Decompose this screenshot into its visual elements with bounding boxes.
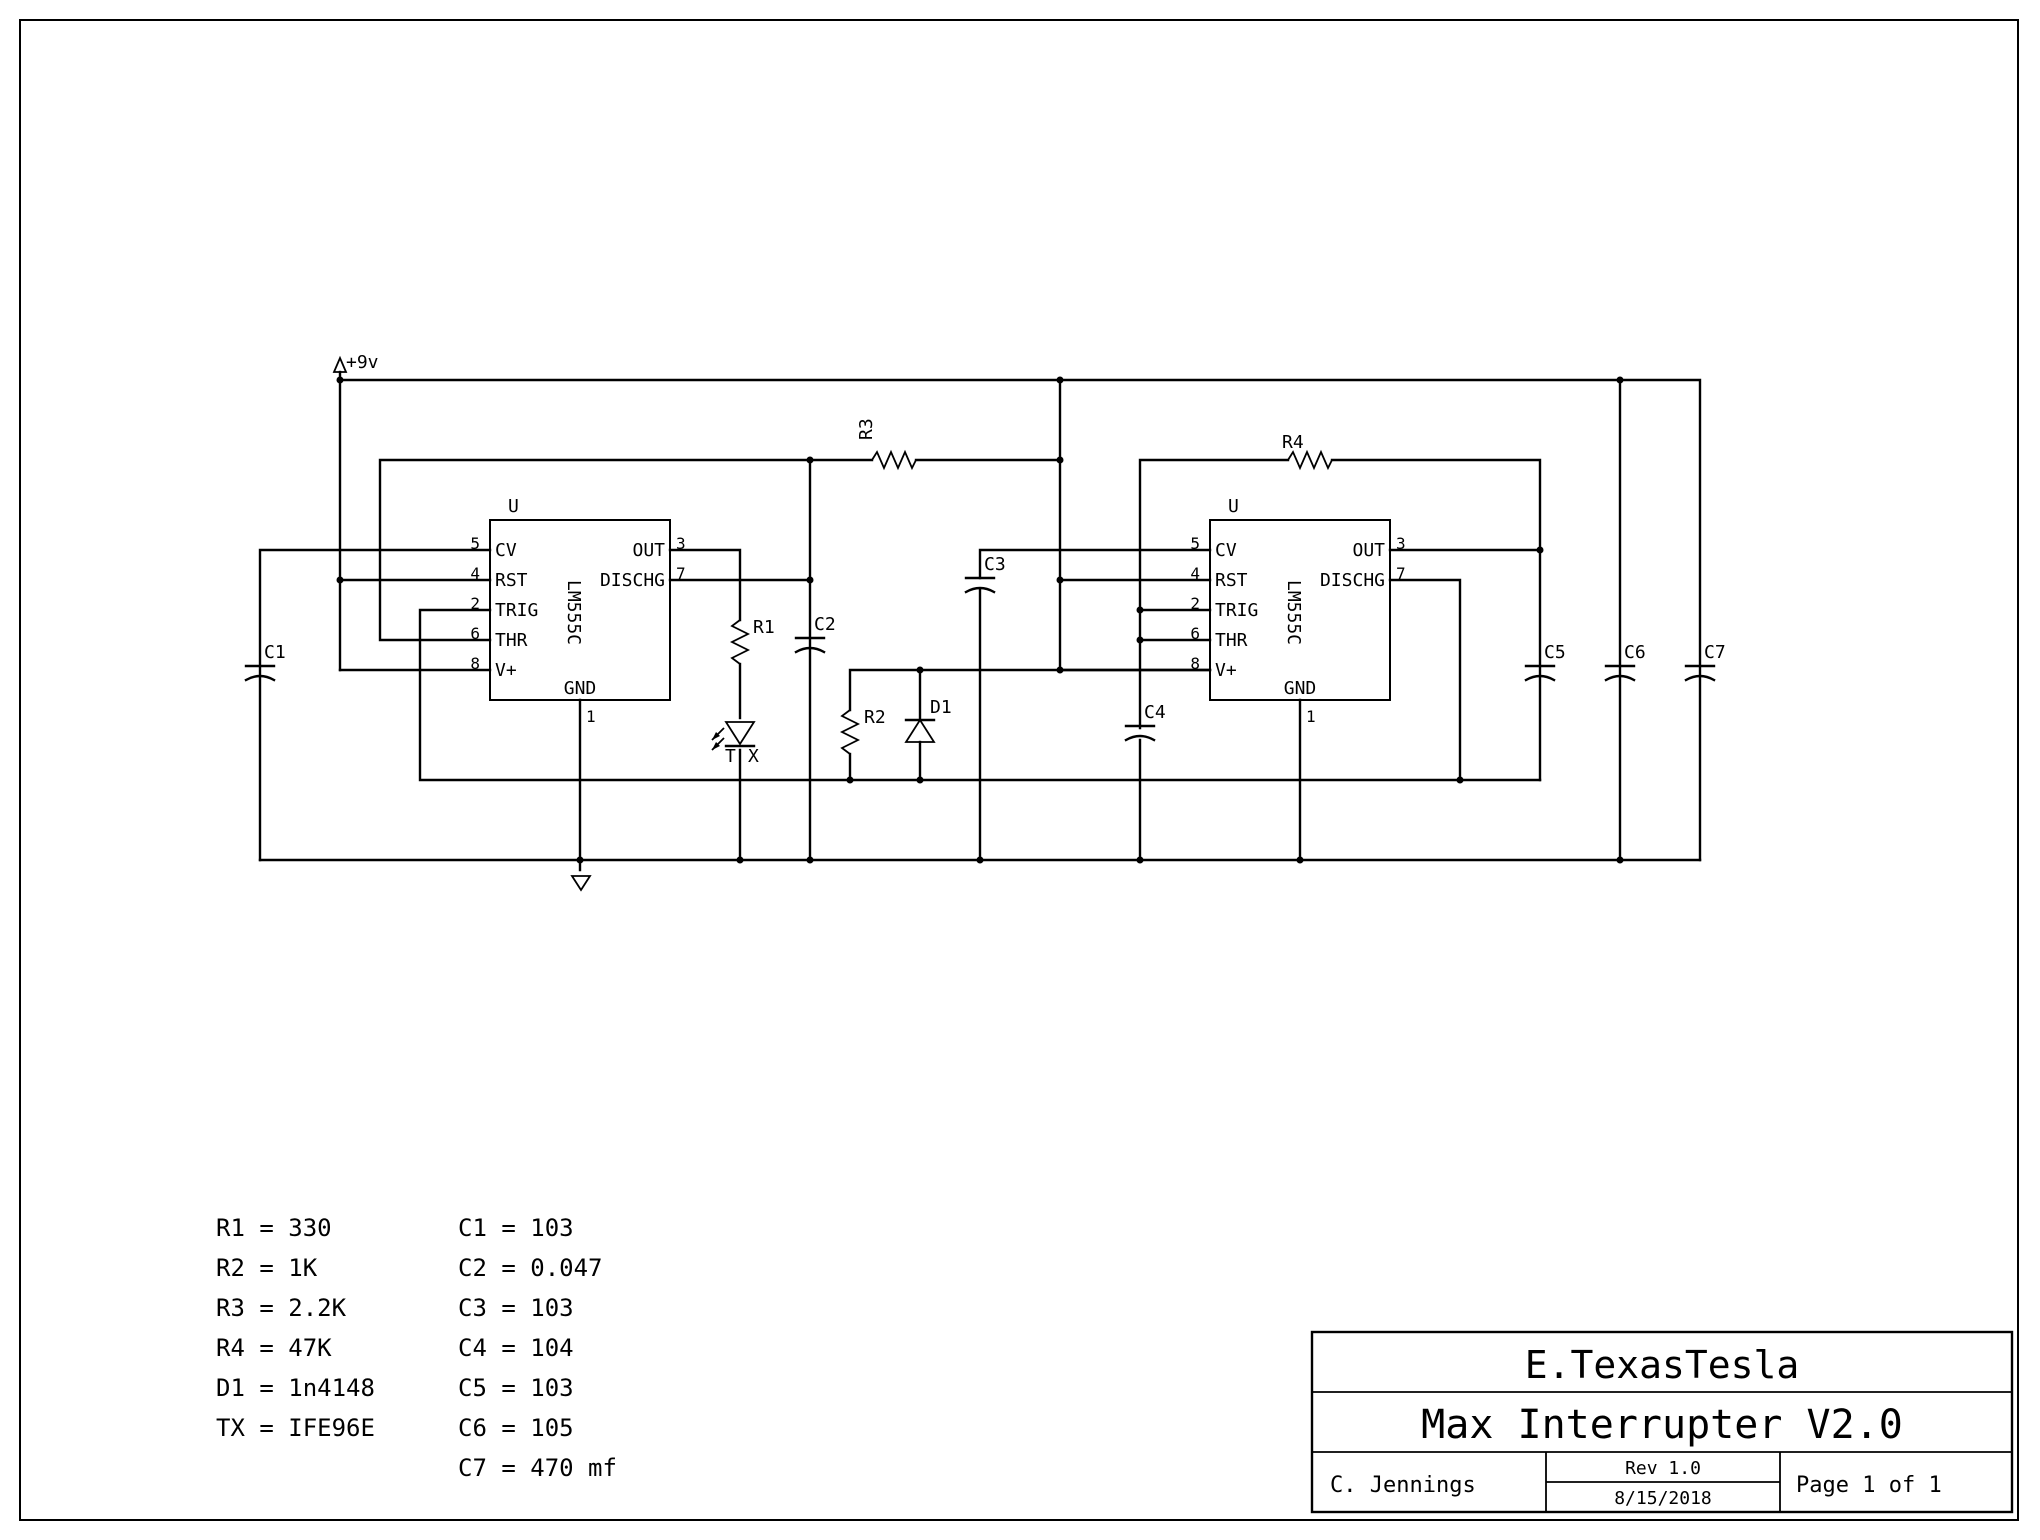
value-c4: C4 = 104 [458,1334,574,1362]
title-block-company: E.TexasTesla [1525,1343,1800,1387]
ic2-pin-dischg: DISCHG [1320,570,1385,591]
ic1-pin-thr: THR [495,630,528,651]
title-block-page: Page 1 of 1 [1796,1473,1942,1498]
component-values-list: R1 = 330 R2 = 1K R3 = 2.2K R4 = 47K D1 =… [216,1214,617,1482]
supply-arrow-icon [332,355,348,373]
value-c1: C1 = 103 [458,1214,574,1242]
ic2-lm555c: U LM555C 5 CV 4 RST 2 TRIG 6 THR 8 V+ 3 … [1190,496,1405,726]
ic2-pin-trig: TRIG [1215,600,1258,621]
sheet-border [19,19,2019,1521]
fiber-transmitter-icon [711,721,756,751]
ic2-part-number: LM555C [1283,580,1304,645]
title-block: E.TexasTesla Max Interrupter V2.0 C. Jen… [1310,1330,2014,1514]
ic2-pin-7-number: 7 [1396,564,1406,583]
label-c3: C3 [984,554,1006,575]
ic2-pin-8-number: 8 [1190,654,1200,673]
ic1-pin-7-number: 7 [676,564,686,583]
value-c6: C6 = 105 [458,1414,574,1442]
title-block-title: Max Interrupter V2.0 [1421,1402,1903,1448]
value-tx: TX = IFE96E [216,1414,375,1442]
ic2-pin-6-number: 6 [1190,624,1200,643]
label-tx-t: T [725,746,736,767]
ic1-pin-rst: RST [495,570,528,591]
ic2-pin-3-number: 3 [1396,534,1406,553]
wiring [258,378,1702,872]
label-r2: R2 [864,707,886,728]
ic1-pin-dischg: DISCHG [600,570,665,591]
label-c5: C5 [1544,642,1566,663]
capacitor-c1 [244,664,276,682]
title-block-revision: Rev 1.0 [1625,1458,1701,1479]
capacitor-c5 [1524,664,1556,682]
ic2-pin-vplus: V+ [1215,660,1237,681]
ic1-pin-vplus: V+ [495,660,517,681]
label-r3: R3 [856,418,877,440]
label-r1: R1 [753,617,775,638]
capacitor-c2 [794,636,826,654]
label-r4: R4 [1282,432,1304,453]
ic1-pin-5-number: 5 [470,534,480,553]
capacitor-c3 [964,576,996,594]
ic2-pin-rst: RST [1215,570,1248,591]
ground-icon [570,875,592,892]
ic2-pin-2-number: 2 [1190,594,1200,613]
ic2-pin-out: OUT [1352,540,1385,561]
value-c2: C2 = 0.047 [458,1254,603,1282]
value-c7: C7 = 470 mf [458,1454,617,1482]
ic1-part-number: LM555C [563,580,584,645]
ic2-pin-cv: CV [1215,540,1237,561]
ic1-pin-out: OUT [632,540,665,561]
supply-label: +9v [346,352,379,373]
junction-dots [336,376,1624,864]
ic1-pin-8-number: 8 [470,654,480,673]
value-c3: C3 = 103 [458,1294,574,1322]
ic2-pin-1-number: 1 [1306,707,1316,726]
title-block-author: C. Jennings [1330,1473,1476,1498]
label-tx-x: X [748,746,759,767]
diode-d1 [904,718,936,743]
value-r1: R1 = 330 [216,1214,332,1242]
label-c6: C6 [1624,642,1646,663]
label-c1: C1 [264,642,286,663]
ic2-pin-5-number: 5 [1190,534,1200,553]
ic1-pin-gnd: GND [564,678,597,699]
ic2-pin-gnd: GND [1284,678,1317,699]
value-r3: R3 = 2.2K [216,1294,347,1322]
ic1-pin-cv: CV [495,540,517,561]
ic1-ref: U [508,496,519,517]
ic1-pin-6-number: 6 [470,624,480,643]
label-c7: C7 [1704,642,1726,663]
ic2-pin-4-number: 4 [1190,564,1200,583]
value-r4: R4 = 47K [216,1334,332,1362]
ic1-pin-4-number: 4 [470,564,480,583]
value-c5: C5 = 103 [458,1374,574,1402]
label-c4: C4 [1144,702,1166,723]
ic1-pin-trig: TRIG [495,600,538,621]
ic1-pin-3-number: 3 [676,534,686,553]
ic1-pin-1-number: 1 [586,707,596,726]
ic1-lm555c: U LM555C 5 CV 4 RST 2 TRIG 6 THR 8 V+ 3 … [470,496,685,726]
value-r2: R2 = 1K [216,1254,318,1282]
capacitor-c4 [1124,724,1156,742]
ic1-pin-2-number: 2 [470,594,480,613]
label-d1: D1 [930,697,952,718]
title-block-date: 8/15/2018 [1614,1488,1712,1509]
capacitor-c6 [1604,664,1636,682]
label-c2: C2 [814,614,836,635]
capacitor-c7 [1684,664,1716,682]
ic2-pin-thr: THR [1215,630,1248,651]
ic2-ref: U [1228,496,1239,517]
value-d1: D1 = 1n4148 [216,1374,375,1402]
